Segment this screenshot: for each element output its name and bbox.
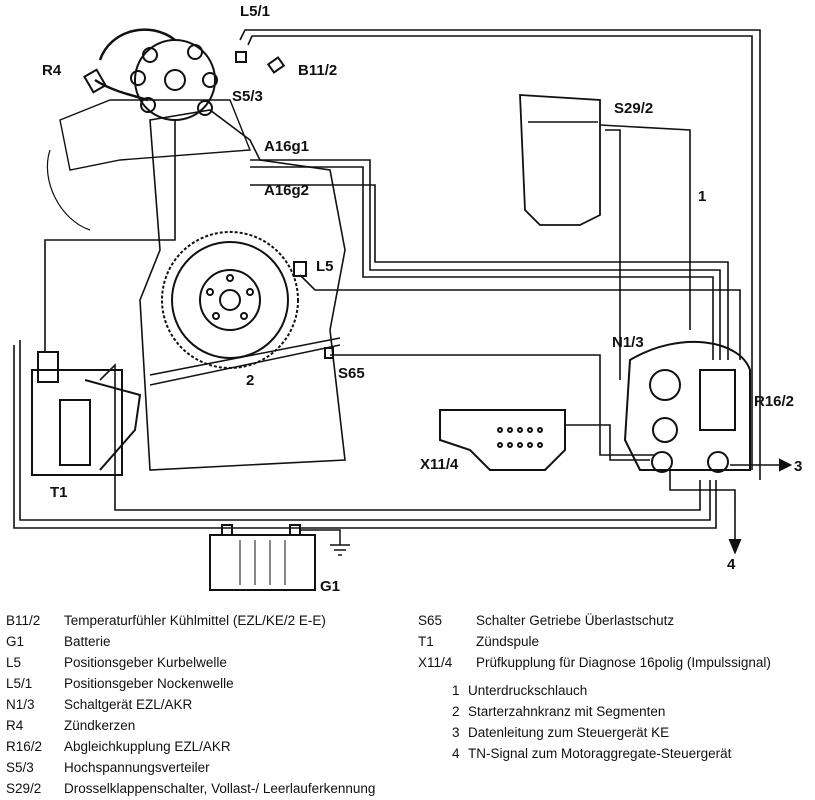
legend-text: Zündkerzen [64, 718, 136, 733]
legend-text: Hochspannungsverteiler [64, 760, 210, 775]
legend-row: L5/1 Positionsgeber Nockenwelle [6, 676, 234, 691]
legend-number: 3 [452, 725, 460, 740]
legend-row: G1 Batterie [6, 634, 111, 649]
legend-row: X11/4 Prüfkupplung für Diagnose 16polig (… [418, 655, 771, 670]
control-module-n1-3 [623, 340, 751, 473]
legend-code: L5/1 [6, 676, 33, 691]
legend-code: G1 [6, 634, 25, 649]
label-2: 2 [246, 372, 255, 389]
legend-text: Drosselklappenschalter, Vollast-/ Leerla… [64, 781, 376, 796]
legend-row: R4 Zündkerzen [6, 718, 135, 733]
label-r16-2: R16/2 [754, 393, 795, 410]
legend-code: L5 [6, 655, 22, 670]
label-b11-2: B11/2 [298, 62, 338, 79]
spark-plug-r4 [83, 68, 107, 94]
wiring-diagram [13, 28, 793, 591]
label-4: 4 [727, 556, 736, 573]
sensor-l5-1 [235, 51, 247, 63]
sensor-b11-2 [266, 56, 286, 74]
legend-code: T1 [418, 634, 434, 649]
legend-number: 2 [452, 704, 460, 719]
spark-plug-leads [94, 28, 176, 102]
legend-number-row: 4 TN-Signal zum Motoraggregate-Steuergerä… [452, 746, 731, 761]
distributor-s5-3 [130, 39, 218, 121]
legend-text: Schalter Getriebe Überlastschutz [476, 613, 675, 628]
legend-code: X11/4 [418, 655, 453, 670]
legend-text: Prüfkupplung für Diagnose 16polig (Impul… [476, 655, 771, 670]
sensor-l5 [293, 261, 307, 277]
legend-code: S65 [418, 613, 443, 628]
label-l5: L5 [316, 258, 334, 275]
switch-s65 [324, 347, 334, 359]
legend-text: Schaltgerät EZL/AKR [64, 697, 193, 712]
legend-code: B11/2 [6, 613, 41, 628]
label-1: 1 [698, 188, 707, 205]
legend-text: Temperaturfühler Kühlmittel (EZL/KE/2 E-… [64, 613, 326, 628]
intake-manifold [59, 99, 252, 171]
arrow-4 [728, 539, 742, 555]
legend-row: S65 Schalter Getriebe Überlastschutz [418, 613, 674, 628]
legend-text: TN-Signal zum Motoraggregate-Steuergerät [468, 746, 732, 761]
legend-text: Positionsgeber Kurbelwelle [64, 655, 227, 670]
legend-number: 1 [452, 683, 460, 698]
legend-number: 4 [452, 746, 460, 761]
flywheel [161, 231, 299, 369]
battery-g1 [209, 524, 350, 591]
label-l5-1: L5/1 [240, 3, 271, 20]
label-x11-4: X11/4 [420, 456, 459, 473]
label-s29-2: S29/2 [614, 100, 654, 117]
legend-row: B11/2 Temperaturfühler Kühlmittel (EZL/KE… [6, 613, 326, 628]
legend-text: Abgleichkupplung EZL/AKR [64, 739, 231, 754]
legend-text: Batterie [64, 634, 111, 649]
label-a16g1: A16g1 [264, 138, 310, 155]
legend-row: T1 Zündspule [418, 634, 539, 649]
legend-code: S29/2 [6, 781, 42, 796]
legend-text: Starterzahnkranz mit Segmenten [468, 704, 666, 719]
label-s65: S65 [338, 365, 365, 382]
throttle-body [519, 94, 601, 226]
legend-text: Positionsgeber Nockenwelle [64, 676, 234, 691]
legend-row: R16/2 Abgleichkupplung EZL/AKR [6, 739, 231, 754]
legend-number-row: 1 Unterdruckschlauch [452, 683, 587, 698]
label-n1-3: N1/3 [612, 334, 644, 351]
legend-code: N1/3 [6, 697, 35, 712]
label-r4: R4 [42, 62, 62, 79]
legend-code: S5/3 [6, 760, 34, 775]
legend-text: Zündspule [476, 634, 540, 649]
label-g1: G1 [320, 578, 341, 595]
ignition-coil-t1 [31, 351, 142, 476]
diagnostic-connector-x11-4 [439, 409, 566, 471]
label-t1: T1 [50, 484, 68, 501]
legend-text: Datenleitung zum Steuergerät KE [468, 725, 670, 740]
legend-number-row: 3 Datenleitung zum Steuergerät KE [452, 725, 669, 740]
label-3: 3 [794, 458, 803, 475]
legend-text: Unterdruckschlauch [468, 683, 588, 698]
label-s5-3: S5/3 [232, 88, 263, 105]
label-a16g2: A16g2 [264, 182, 310, 199]
wiring-harness [13, 29, 780, 540]
legend-row: S5/3 Hochspannungsverteiler [6, 760, 210, 775]
legend-code: R4 [6, 718, 24, 733]
legend-row: N1/3 Schaltgerät EZL/AKR [6, 697, 192, 712]
legend-row: S29/2 Drosselklappenschalter, Vollast-/ L… [6, 781, 375, 796]
legend-code: R16/2 [6, 739, 43, 754]
legend-number-row: 2 Starterzahnkranz mit Segmenten [452, 704, 665, 719]
legend-row: L5 Positionsgeber Kurbelwelle [6, 655, 227, 670]
arrow-3 [779, 458, 793, 472]
